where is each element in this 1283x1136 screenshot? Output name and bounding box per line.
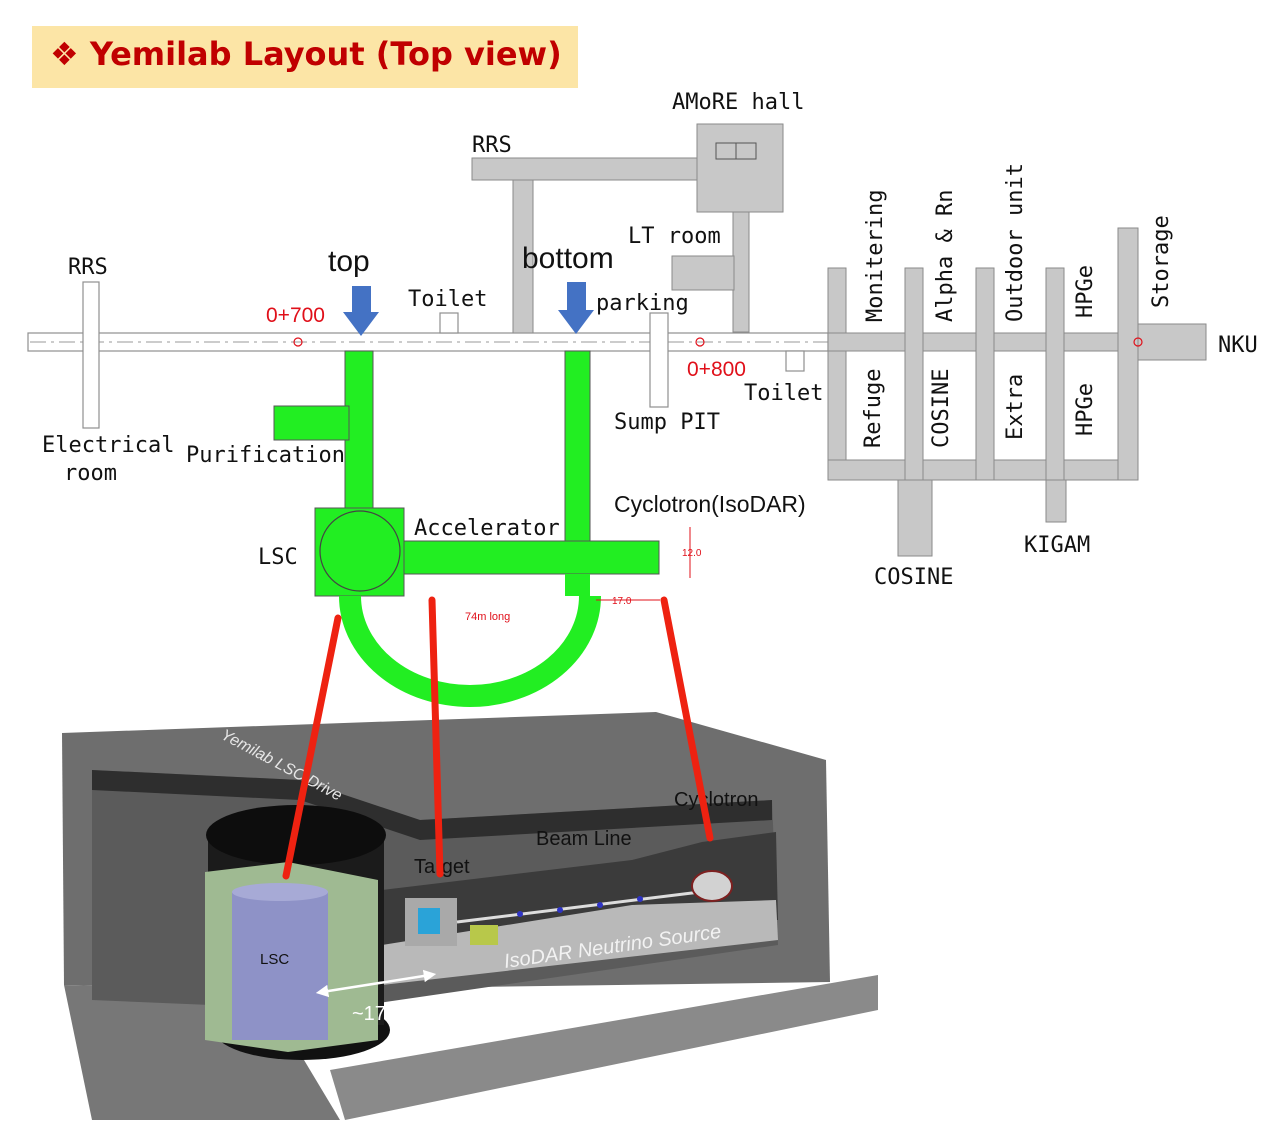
title-banner: ❖ Yemilab Layout (Top view) <box>32 26 578 88</box>
lsc-label: LSC <box>258 545 298 570</box>
lsc-detector-top <box>232 883 328 901</box>
storage-label: Storage <box>1149 215 1174 308</box>
render-lsc-label: LSC <box>260 951 289 968</box>
beam-magnet-2 <box>557 907 563 913</box>
bottom-marker-label: bottom <box>522 242 614 275</box>
station-0800-label: 0+800 <box>687 358 746 381</box>
cyclotron-machine <box>691 870 733 902</box>
beam-length-label: 74m long <box>465 611 510 623</box>
cosine-room-label: COSINE <box>929 369 954 448</box>
parking-label: parking <box>596 291 689 316</box>
parking-branch <box>649 312 669 408</box>
render-beam-line-label: Beam Line <box>536 828 632 850</box>
toilet-1-label: Toilet <box>408 287 487 312</box>
rrs-top-label: RRS <box>472 133 512 158</box>
render-floor-slab <box>330 975 878 1120</box>
sump-pit-label: Sump PIT <box>614 410 720 435</box>
lsc-detector-tank <box>232 892 328 1040</box>
right-wing-tunnels <box>827 227 1207 557</box>
render-distance-label: ~17 m <box>352 1003 408 1025</box>
page-title: ❖ Yemilab Layout (Top view) <box>50 35 562 73</box>
outdoor-unit-label: Outdoor unit <box>1003 163 1028 322</box>
alpha-rn-label: Alpha & Rn <box>933 190 958 322</box>
dim-width-label: 17.0 <box>612 596 632 607</box>
toilet-2-label: Toilet <box>744 381 823 406</box>
toilet-2-room <box>785 350 805 372</box>
refuge-label: Refuge <box>861 369 886 448</box>
hpge-bottom-label: HPGe <box>1073 383 1098 436</box>
distance-arrow <box>315 969 437 998</box>
station-marker-0800 <box>695 337 705 347</box>
dim-height-label: 12.0 <box>682 548 702 559</box>
beam-magnet-4 <box>637 896 643 902</box>
amore-hall-label: AMoRE hall <box>672 90 804 115</box>
beam-return-loop <box>339 595 601 707</box>
render-tunnel-floor <box>382 900 778 985</box>
floor-plan: top bottom 0+700 0+800 RRS RRS Electrica… <box>27 90 1258 707</box>
electrical-room-label-1: Electrical <box>42 433 174 458</box>
beam-loop-right <box>565 574 590 596</box>
callout-target <box>428 596 444 878</box>
extra-label: Extra <box>1003 374 1028 440</box>
callout-lines <box>282 596 714 880</box>
electrical-room-label-2: room <box>64 461 117 486</box>
cyclotron-isodar-label: Cyclotron(IsoDAR) <box>614 491 806 517</box>
beam-optics-unit <box>470 925 498 945</box>
station-marker-nku <box>1133 337 1143 347</box>
beam-magnet-3 <box>597 902 603 908</box>
station-marker-0700 <box>293 337 303 347</box>
render-cyclotron-label: Cyclotron <box>674 789 758 811</box>
beam-magnet-1 <box>517 911 523 917</box>
hpge-top-label: HPGe <box>1073 265 1098 318</box>
render-rock-layer <box>92 770 772 840</box>
purification-label: Purification <box>186 443 345 468</box>
target-core <box>418 908 440 934</box>
cosine-below-label: COSINE <box>874 565 953 590</box>
kigam-label: KIGAM <box>1024 533 1090 558</box>
rrs-left-branch <box>82 281 100 429</box>
rrs-left-label: RRS <box>68 255 108 280</box>
station-0700-label: 0+700 <box>266 304 325 327</box>
accelerator-label: Accelerator <box>414 516 560 541</box>
monitoring-label: Monitering <box>863 190 888 322</box>
callout-cyclotron <box>660 596 714 842</box>
bottom-marker-arrow <box>558 282 594 334</box>
isodar-render: Yemilab LSC Drive Cyclotron Beam Line Ta… <box>62 712 878 1120</box>
toilet-1-room <box>439 312 459 334</box>
beamline-pipe <box>456 890 701 924</box>
top-marker-arrow <box>343 286 379 336</box>
top-marker-label: top <box>328 245 370 278</box>
amore-tunnels <box>471 123 784 334</box>
nku-label: NKU <box>1218 333 1258 358</box>
lsc-cavern <box>319 510 401 592</box>
callout-lsc <box>282 614 342 880</box>
lt-room-label: LT room <box>628 224 721 249</box>
